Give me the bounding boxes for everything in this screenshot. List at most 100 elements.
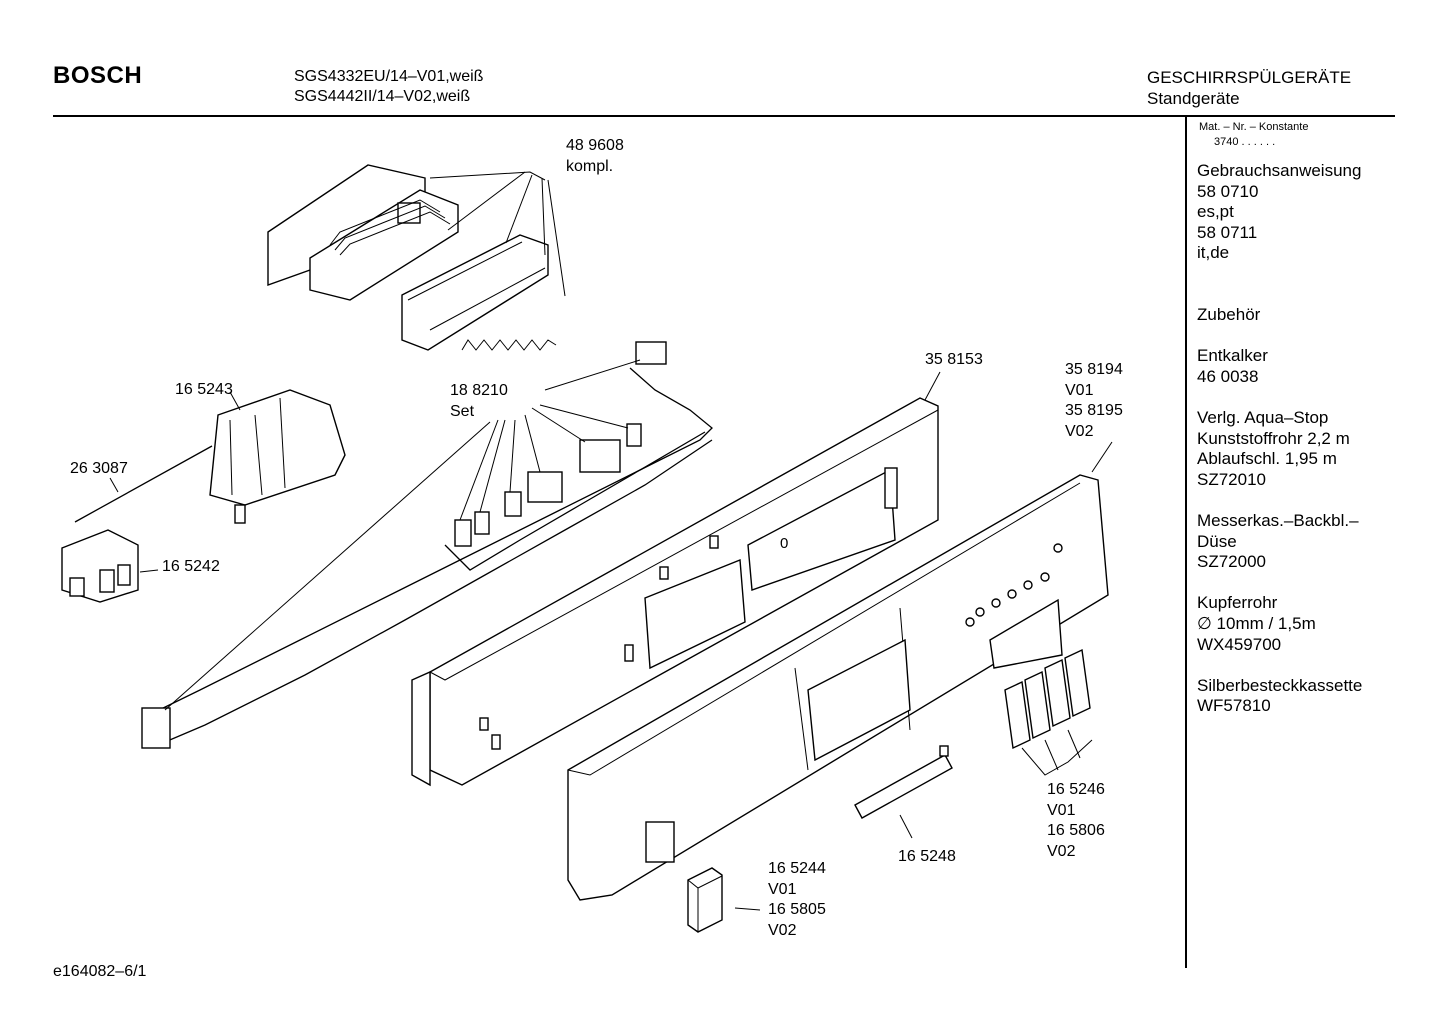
header-divider [53,115,1395,117]
part-callout-165243: 16 5243 [175,380,233,401]
sidebar-line: 58 0711 [1197,222,1258,242]
sidebar-line: SZ72000 [1197,552,1266,572]
inner-panel-part [411,397,939,787]
model-line: SGS4442II/14–V02,weiß [294,88,471,105]
model-list: SGS4332EU/14–V01,weiß SGS4442II/14–V02,w… [294,67,483,107]
leader-line [479,419,506,513]
callout-line: 35 8195 [1065,402,1123,420]
accessory-list: Gebrauchsanweisung 58 0710 es,pt 58 0711… [1197,161,1362,717]
exploded-view-drawing: 0 [61,164,1113,933]
sidebar-line: ∅ 10mm / 1,5m [1197,614,1316,634]
sidebar-line: Düse [1197,531,1237,551]
leader-line [541,177,546,256]
leader-line [459,419,499,521]
callout-line: 16 5806 [1047,822,1105,840]
callout-line: kompl. [566,157,614,175]
sidebar-line [1197,388,1362,409]
sidebar-line: Kunststoffrohr 2,2 m [1197,428,1350,448]
leader-line [544,359,641,391]
part-callout-165248: 16 5248 [898,847,956,868]
callout-line: V02 [1047,842,1076,860]
category-title: GESCHIRRSPÜLGERÄTE [1147,68,1352,87]
part-callout-188210: 18 8210 Set [450,381,508,422]
sidebar-line: Ablaufschl. 1,95 m [1197,449,1337,469]
sidebar-line [1197,285,1362,306]
part-callout-489608: 48 9608 kompl. [566,136,624,177]
part-callout-165246: 16 5246 V01 16 5806 V02 [1047,780,1105,862]
part-callout-263087: 26 3087 [70,459,128,480]
model-line: SGS4332EU/14–V01,weiß [294,68,484,85]
leader-line [734,907,761,911]
leader-line [1021,739,1093,776]
bracket-part [61,529,139,603]
leader-line [1091,441,1113,473]
leader-line [509,419,516,493]
leader-line [547,179,566,297]
callout-line: 35 8153 [925,351,983,368]
cap-part [687,867,723,933]
sidebar-line: 46 0038 [1197,366,1259,386]
callout-line: V02 [768,921,797,939]
callout-line: V01 [768,880,797,898]
callout-line: 16 5243 [175,381,233,398]
leader-line [539,404,629,429]
sidebar-line: 58 0710 [1197,181,1259,201]
leader-line [1067,729,1081,759]
push-buttons-part [1004,648,1091,750]
leader-line [109,477,119,493]
callout-line: V01 [1065,381,1094,399]
mat-number-value: 3740 . . . . . . [1214,136,1276,148]
callout-line: 18 8210 [450,382,508,399]
callout-line: 48 9608 [566,137,624,154]
callout-line: Set [450,402,475,420]
part-callout-358194: 35 8194 V01 35 8195 V02 [1065,360,1123,442]
sidebar-line: Gebrauchsanweisung [1197,161,1362,180]
trim-strip-part [854,745,953,819]
mat-number-header: Mat. – Nr. – Konstante [1199,121,1309,133]
sidebar-line: Verlg. Aqua–Stop [1197,408,1329,428]
callout-line: 16 5248 [898,848,956,865]
sidebar-line [1197,326,1362,347]
sidebar-line [1197,573,1362,594]
sidebar-line: Kupferrohr [1197,593,1278,613]
callout-line: 26 3087 [70,460,128,477]
callout-line: 35 8194 [1065,361,1123,378]
callout-line: V01 [1047,801,1076,819]
part-callout-165244: 16 5244 V01 16 5805 V02 [768,859,826,941]
leader-line [164,421,491,711]
leader-line [924,371,941,401]
leader-line [899,814,913,839]
cable-harness [141,341,713,749]
leader-line [524,414,541,473]
sidebar-line: es,pt [1197,202,1234,222]
sidebar-line [1197,655,1362,676]
brand-logo: BOSCH [53,62,143,89]
electronic-module [267,164,557,351]
leader-line [531,407,586,443]
callout-line: 16 5244 [768,860,826,877]
sidebar-line: Entkalker [1197,346,1268,366]
callout-line: 16 5805 [768,901,826,919]
leader-line [229,391,241,411]
control-panel-cover [567,474,1109,901]
callout-line: 16 5242 [162,558,220,575]
sidebar-divider [1185,116,1187,968]
sidebar-line: SZ72010 [1197,469,1266,489]
sidebar-line: it,de [1197,243,1230,263]
leader-line [1044,739,1059,771]
sidebar-line: Silberbesteckkassette [1197,675,1363,695]
rod-part [74,445,213,523]
sidebar-line: WF57810 [1197,696,1271,716]
callout-line: 16 5246 [1047,781,1105,798]
leader-line [505,174,533,244]
door-switch-part [209,389,346,524]
sidebar-line [1197,264,1362,285]
sidebar-line: WX459700 [1197,634,1282,654]
part-callout-165242: 16 5242 [162,557,220,578]
sidebar-line: Messerkas.–Backbl.– [1197,511,1359,531]
panel-display-glyph: 0 [780,535,788,552]
drawing-code: e164082–6/1 [53,963,147,980]
leader-line [447,171,526,231]
sidebar-line [1197,491,1362,512]
callout-line: V02 [1065,422,1094,440]
